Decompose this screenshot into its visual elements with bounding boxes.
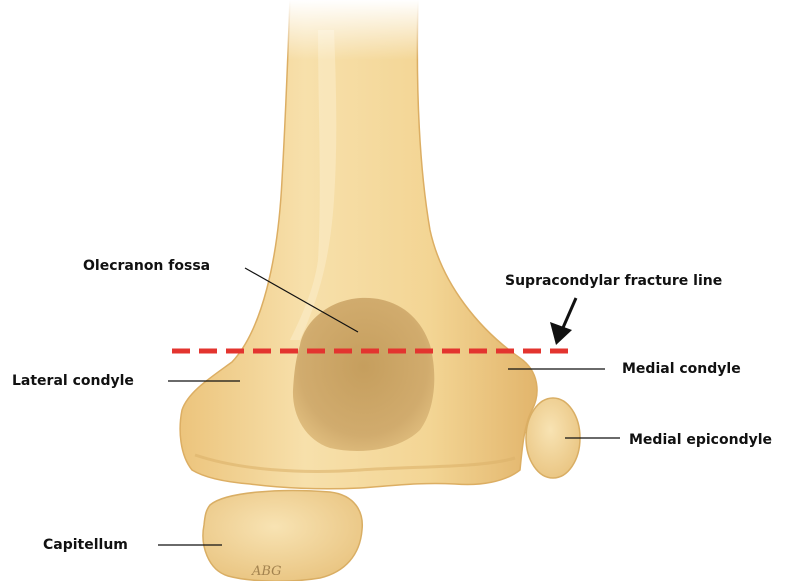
shaft-top-fade (280, 0, 430, 60)
artist-signature: ABG (251, 564, 282, 579)
capitellum-shape (203, 491, 362, 581)
fracture-arrow-shaft (562, 298, 576, 330)
label-olecranon-fossa: Olecranon fossa (83, 258, 210, 274)
fracture-arrow-head (550, 322, 572, 345)
olecranon-fossa-shape (293, 298, 434, 451)
label-medial-epicondyle: Medial epicondyle (629, 432, 772, 448)
label-supracondylar-fracture-line: Supracondylar fracture line (505, 273, 722, 289)
label-capitellum: Capitellum (43, 537, 128, 553)
label-lateral-condyle: Lateral condyle (12, 373, 134, 389)
label-medial-condyle: Medial condyle (622, 361, 741, 377)
